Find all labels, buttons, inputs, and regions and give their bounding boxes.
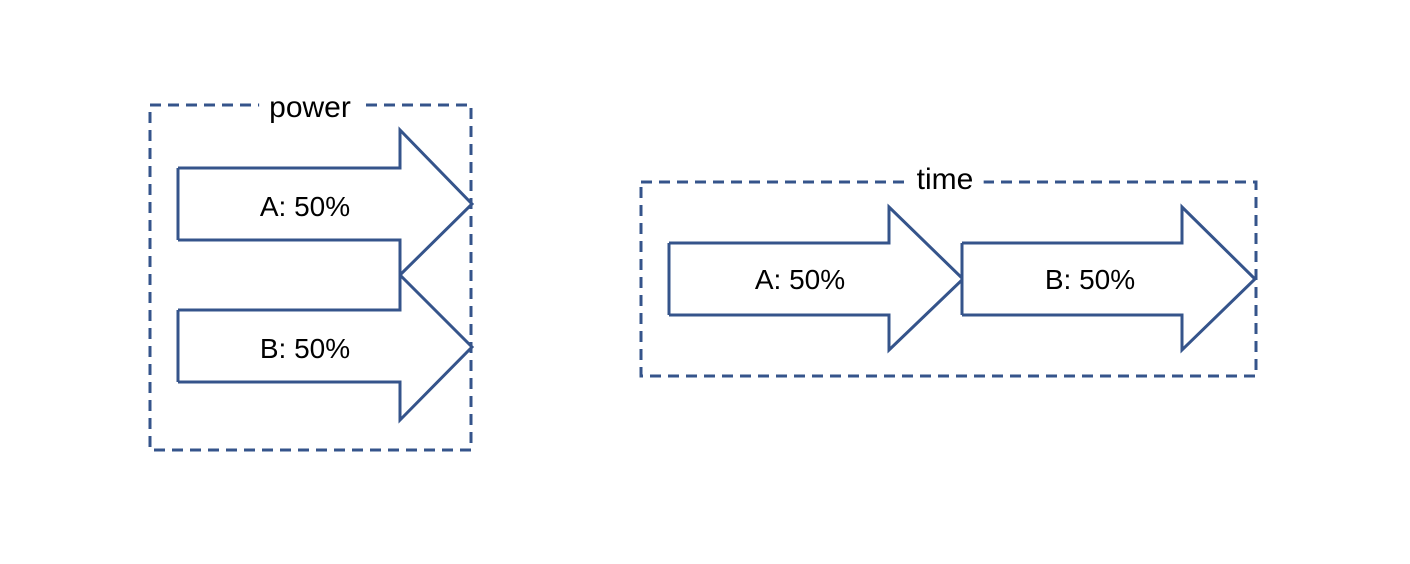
power-arrow-b-shape	[178, 271, 475, 424]
panel-label-power: power	[259, 93, 361, 123]
arrow-label-time-b: B: 50%	[1044, 264, 1136, 295]
time-panel-group	[639, 180, 1258, 378]
arrow-label-time-a: A: 50%	[754, 264, 846, 295]
arrow-label-power-a: A: 50%	[259, 191, 351, 222]
power-arrow-a-shape	[178, 126, 475, 279]
arrow-label-power-b: B: 50%	[259, 333, 351, 364]
time-arrow-b-shape	[962, 203, 1258, 354]
power-panel-dashed-boundary	[148, 103, 473, 452]
power-panel-group	[148, 103, 475, 452]
panel-label-time: time	[906, 165, 984, 195]
